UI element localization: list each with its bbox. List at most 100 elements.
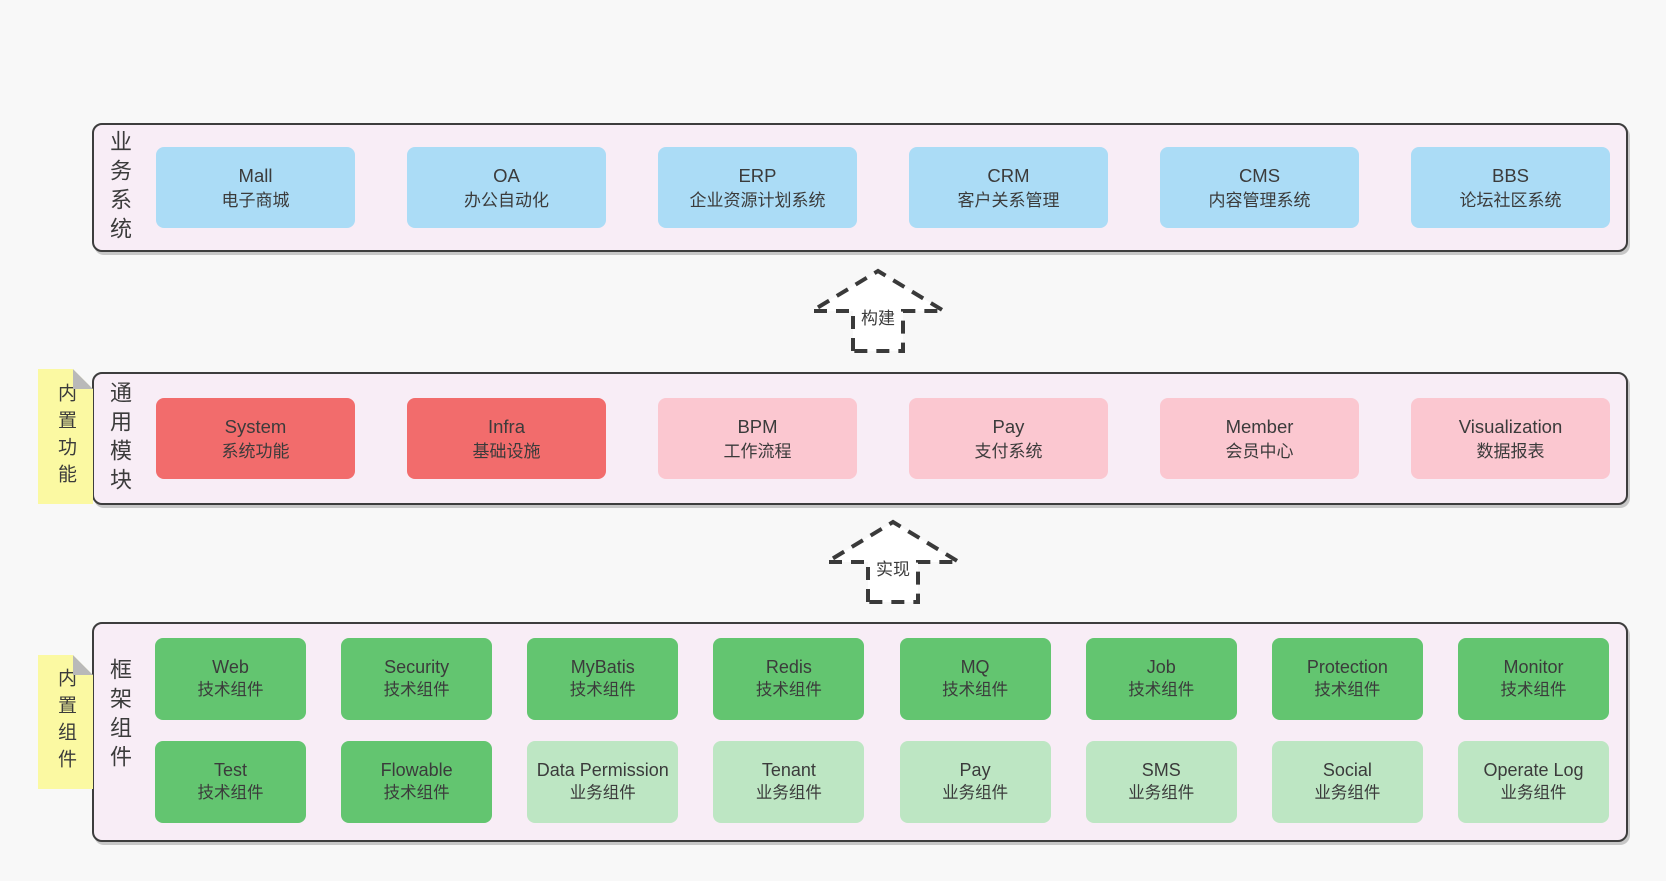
- components-rows: Web 技术组件 Security 技术组件 MyBatis 技术组件 Redi…: [155, 638, 1609, 823]
- box-desc-label: 电子商城: [221, 191, 290, 211]
- box-redis: Redis 技术组件: [713, 638, 865, 720]
- box-name-label: Data Permission: [536, 760, 669, 781]
- build-arrow: 构建: [804, 268, 952, 354]
- box-name-label: Infra: [487, 415, 526, 437]
- box-desc-label: 技术组件: [1128, 680, 1195, 699]
- box-desc-label: 技术组件: [755, 680, 822, 699]
- box-monitor: Monitor 技术组件: [1457, 638, 1609, 720]
- box-tenant: Tenant 业务组件: [713, 741, 865, 823]
- components-row-2: Test 技术组件 Flowable 技术组件 Data Permission …: [155, 741, 1609, 823]
- box-desc-label: 业务组件: [1128, 783, 1195, 802]
- box-name-label: SMS: [1141, 760, 1181, 781]
- box-name-label: BBS: [1491, 164, 1530, 186]
- modules-boxes-row: System 系统功能 Infra 基础设施 BPM 工作流程 Pay 支付系统…: [156, 374, 1610, 503]
- box-desc-label: 基础设施: [472, 442, 541, 462]
- box-crm: CRM 客户关系管理: [909, 147, 1108, 228]
- box-name-label: System: [224, 415, 287, 437]
- box-desc-label: 技术组件: [942, 680, 1009, 699]
- box-name-label: Visualization: [1458, 415, 1563, 437]
- sticky-note-label: 内置功能: [55, 382, 76, 491]
- box-data-permission: Data Permission 业务组件: [527, 741, 679, 823]
- box-mq: MQ 技术组件: [899, 638, 1051, 720]
- box-name-label: CRM: [987, 164, 1030, 186]
- box-desc-label: 技术组件: [1500, 680, 1567, 699]
- box-mybatis: MyBatis 技术组件: [527, 638, 679, 720]
- box-job: Job 技术组件: [1085, 638, 1237, 720]
- box-name-label: Monitor: [1503, 657, 1564, 678]
- box-name-label: BPM: [737, 415, 778, 437]
- box-test: Test 技术组件: [155, 741, 306, 823]
- box-name-label: CMS: [1238, 164, 1281, 186]
- box-name-label: Mall: [238, 164, 273, 186]
- box-member: Member 会员中心: [1160, 398, 1359, 479]
- box-security: Security 技术组件: [341, 638, 493, 720]
- box-desc-label: 技术组件: [1314, 680, 1381, 699]
- implement-arrow-label: 实现: [873, 559, 913, 582]
- box-visualization: Visualization 数据报表: [1411, 398, 1610, 479]
- box-desc-label: 技术组件: [569, 680, 636, 699]
- business-band-label: 业务系统: [107, 129, 132, 246]
- box-social: Social 业务组件: [1271, 741, 1423, 823]
- modules-band-label: 通用模块: [107, 380, 132, 497]
- build-arrow-label: 构建: [858, 308, 898, 331]
- box-bpm: BPM 工作流程: [658, 398, 857, 479]
- fold-corner-icon: [73, 369, 93, 389]
- implement-arrow: 实现: [819, 519, 967, 605]
- box-name-label: Operate Log: [1483, 760, 1584, 781]
- box-name-label: Tenant: [761, 760, 816, 781]
- fold-corner-icon: [73, 655, 93, 675]
- box-name-label: Flowable: [380, 760, 453, 781]
- box-desc-label: 业务组件: [755, 783, 822, 802]
- box-sms: SMS 业务组件: [1085, 741, 1237, 823]
- box-desc-label: 业务组件: [942, 783, 1009, 802]
- box-name-label: OA: [493, 164, 520, 186]
- box-desc-label: 办公自动化: [464, 191, 549, 211]
- common-modules-band: 通用模块 System 系统功能 Infra 基础设施 BPM 工作流程 Pay…: [92, 372, 1628, 505]
- box-infra: Infra 基础设施: [407, 398, 606, 479]
- box-oa: OA 办公自动化: [407, 147, 606, 228]
- box-desc-label: 工作流程: [723, 442, 792, 462]
- box-name-label: Pay: [959, 760, 991, 781]
- box-desc-label: 技术组件: [197, 783, 264, 802]
- box-bbs: BBS 论坛社区系统: [1411, 147, 1610, 228]
- business-boxes-row: Mall 电子商城 OA 办公自动化 ERP 企业资源计划系统 CRM 客户关系…: [156, 125, 1610, 250]
- box-desc-label: 业务组件: [1500, 783, 1567, 802]
- business-systems-band: 业务系统 Mall 电子商城 OA 办公自动化 ERP 企业资源计划系统 CRM…: [92, 123, 1628, 252]
- box-desc-label: 数据报表: [1476, 442, 1545, 462]
- box-flowable: Flowable 技术组件: [341, 741, 493, 823]
- box-name-label: Member: [1225, 415, 1294, 437]
- box-name-label: MyBatis: [570, 657, 635, 678]
- box-name-label: ERP: [738, 164, 777, 186]
- box-desc-label: 技术组件: [197, 680, 264, 699]
- box-name-label: Redis: [765, 657, 812, 678]
- box-desc-label: 会员中心: [1225, 442, 1294, 462]
- box-desc-label: 客户关系管理: [957, 191, 1060, 211]
- components-row-1: Web 技术组件 Security 技术组件 MyBatis 技术组件 Redi…: [155, 638, 1609, 720]
- box-erp: ERP 企业资源计划系统: [658, 147, 857, 228]
- box-desc-label: 系统功能: [221, 442, 290, 462]
- box-name-label: Social: [1322, 760, 1372, 781]
- box-protection: Protection 技术组件: [1271, 638, 1423, 720]
- box-name-label: Test: [213, 760, 247, 781]
- box-desc-label: 内容管理系统: [1208, 191, 1311, 211]
- box-desc-label: 企业资源计划系统: [689, 191, 826, 211]
- box-name-label: Web: [212, 657, 249, 678]
- box-name-label: Job: [1146, 657, 1176, 678]
- box-system: System 系统功能: [156, 398, 355, 479]
- box-name-label: Protection: [1306, 657, 1388, 678]
- box-desc-label: 技术组件: [383, 680, 450, 699]
- box-pay-system: Pay 支付系统: [909, 398, 1108, 479]
- box-operate-log: Operate Log 业务组件: [1457, 741, 1609, 823]
- box-desc-label: 论坛社区系统: [1459, 191, 1562, 211]
- sticky-note-label: 内置组件: [55, 668, 76, 776]
- box-desc-label: 业务组件: [1314, 783, 1381, 802]
- box-name-label: Pay: [992, 415, 1025, 437]
- box-desc-label: 技术组件: [383, 783, 450, 802]
- box-cms: CMS 内容管理系统: [1160, 147, 1359, 228]
- box-name-label: Security: [384, 657, 450, 678]
- box-web: Web 技术组件: [155, 638, 306, 720]
- builtin-components-sticky-note: 内置组件: [38, 655, 93, 789]
- box-mall: Mall 电子商城: [156, 147, 355, 228]
- components-band-label: 框架组件: [107, 658, 132, 774]
- box-name-label: MQ: [960, 657, 990, 678]
